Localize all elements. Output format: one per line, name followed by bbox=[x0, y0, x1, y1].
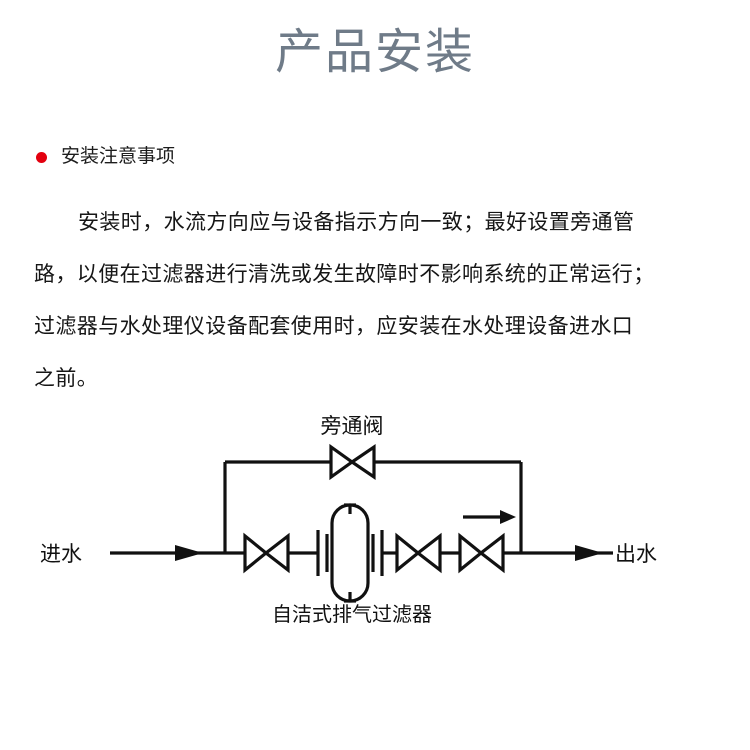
body-paragraph: 安装时，水流方向应与设备指示方向一致；最好设置旁通管 路，以便在过滤器进行清洗或… bbox=[34, 196, 718, 404]
filter-label: 自洁式排气过滤器 bbox=[272, 603, 432, 626]
outlet-flow-arrow-icon bbox=[575, 545, 603, 561]
body-line-1-text: 安装时，水流方向应与设备指示方向一致；最好设置旁通管 bbox=[78, 210, 635, 234]
page-title: 产品安装 bbox=[274, 26, 475, 79]
section-heading-row: 安装注意事项 bbox=[36, 144, 175, 170]
outlet-valve-2-left-triangle bbox=[458, 532, 484, 574]
outlet-label: 出水 bbox=[615, 542, 657, 566]
outlet-valve-1-right-triangle bbox=[415, 532, 442, 574]
flow-direction-arrow-head-icon bbox=[500, 510, 516, 524]
inlet-flow-arrow-icon bbox=[175, 545, 203, 561]
inlet-valve-left-triangle bbox=[243, 532, 269, 574]
outlet-valve-1-left-triangle bbox=[395, 532, 421, 574]
body-line-3: 过滤器与水处理仪设备配套使用时，应安装在水处理设备进水口 bbox=[34, 314, 634, 338]
bypass-valve-left-triangle bbox=[329, 443, 355, 481]
body-line-1: 安装时，水流方向应与设备指示方向一致；最好设置旁通管 bbox=[34, 196, 718, 248]
vessel-body bbox=[330, 503, 370, 603]
section-heading-label: 安装注意事项 bbox=[61, 146, 176, 167]
bypass-valve-label: 旁通阀 bbox=[321, 414, 384, 438]
outlet-valve-2-right-triangle bbox=[478, 532, 505, 574]
bypass-valve-right-triangle bbox=[349, 443, 376, 481]
inlet-valve-right-triangle bbox=[263, 532, 290, 574]
body-line-2: 路，以便在过滤器进行清洗或发生故障时不影响系统的正常运行； bbox=[34, 262, 655, 286]
bullet-dot-icon bbox=[36, 151, 47, 163]
piping-schematic-diagram: 旁通阀 进水 出水 自洁式排气过滤器 bbox=[0, 400, 750, 650]
body-line-4: 之前。 bbox=[34, 366, 99, 390]
inlet-label: 进水 bbox=[40, 542, 82, 566]
